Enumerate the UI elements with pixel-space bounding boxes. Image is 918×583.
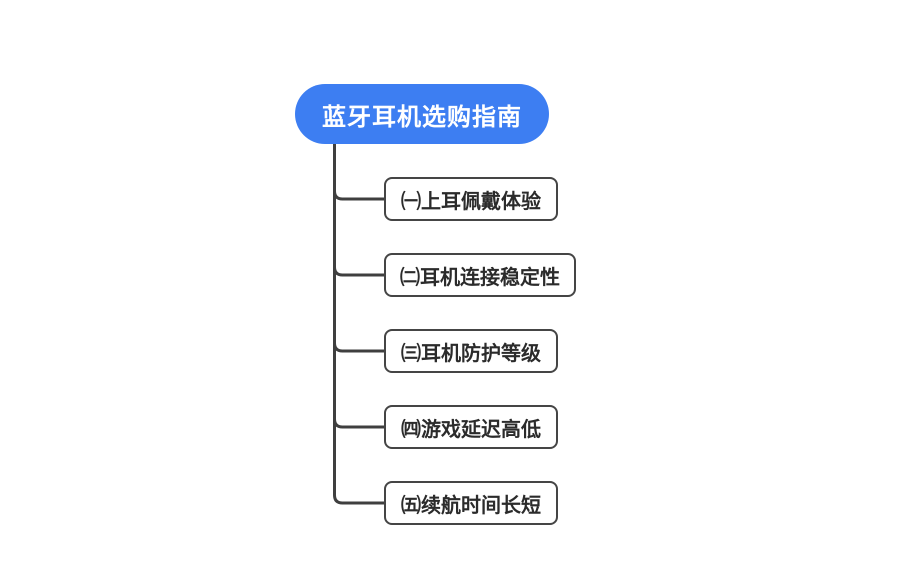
connector-branch-child-4 (333, 418, 384, 429)
child-node-1[interactable]: ㈠上耳佩戴体验 (384, 177, 558, 221)
child-node-1-label: ㈠上耳佩戴体验 (401, 190, 541, 213)
child-node-4[interactable]: ㈣游戏延迟高低 (384, 405, 558, 449)
child-node-3[interactable]: ㈢耳机防护等级 (384, 329, 558, 373)
child-node-3-label: ㈢耳机防护等级 (401, 342, 541, 365)
child-node-5-label: ㈤续航时间长短 (401, 494, 541, 517)
connector-trunk-to-child-5 (333, 142, 384, 505)
connector-branch-child-3 (333, 342, 384, 353)
child-node-4-label: ㈣游戏延迟高低 (401, 418, 541, 441)
root-node[interactable]: 蓝牙耳机选购指南 (295, 84, 549, 144)
child-node-2-label: ㈡耳机连接稳定性 (400, 266, 560, 289)
connector-branch-child-1 (333, 190, 384, 201)
child-node-2[interactable]: ㈡耳机连接稳定性 (384, 253, 576, 297)
connector-branch-child-2 (333, 266, 384, 277)
child-node-5[interactable]: ㈤续航时间长短 (384, 481, 558, 525)
root-node-label: 蓝牙耳机选购指南 (322, 103, 522, 131)
